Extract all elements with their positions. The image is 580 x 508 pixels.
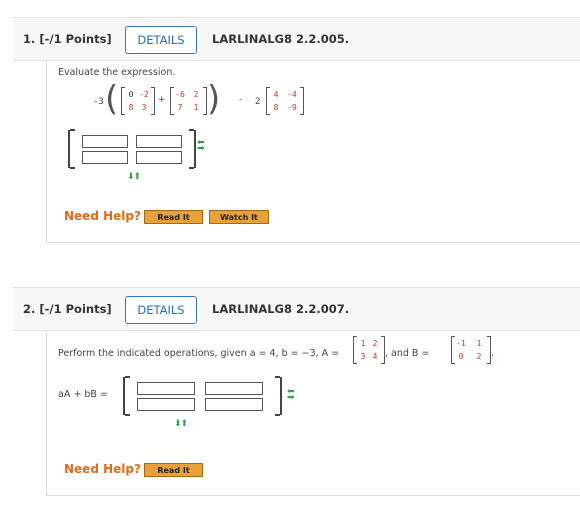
- matrix-1-cell: -2: [139, 90, 149, 99]
- matrix-B-cell: 1: [476, 339, 482, 348]
- question-2-code: LARLINALG8 2.2.007.: [212, 302, 350, 316]
- question-2-number: 2. [-/1 Points]: [23, 302, 112, 316]
- left-paren: (: [105, 79, 119, 119]
- period-text: .: [491, 348, 495, 359]
- question-2-header: 2. [-/1 Points] DETAILS LARLINALG8 2.2.0…: [13, 287, 580, 331]
- question-2-prompt: Perform the indicated operations, given …: [58, 348, 340, 359]
- answer-input[interactable]: [136, 135, 182, 148]
- read-it-button[interactable]: Read It: [144, 463, 203, 477]
- matrix-1-cell: 0: [128, 90, 134, 99]
- matrix-1-cell: 3: [141, 103, 147, 112]
- answer-matrix-2: [123, 376, 282, 416]
- scalar-2: 2: [255, 97, 261, 107]
- need-help-label: Need Help?: [64, 209, 141, 223]
- answer-input[interactable]: [205, 382, 263, 395]
- question-1-prompt: Evaluate the expression.: [58, 67, 176, 78]
- answer-input[interactable]: [205, 398, 263, 411]
- matrix-B-cell: 2: [476, 352, 482, 361]
- need-help-label: Need Help?: [64, 462, 141, 476]
- matrix-2-cell: 1: [193, 103, 199, 112]
- matrix-A: 1 2 3 4: [353, 336, 385, 364]
- matrix-B-cell: -1: [456, 339, 466, 348]
- read-it-button[interactable]: Read It: [144, 210, 203, 224]
- matrix-2: -6 2 7 1: [170, 87, 207, 115]
- matrix-A-cell: 1: [360, 339, 366, 348]
- question-2-body: Perform the indicated operations, given …: [46, 330, 580, 496]
- answer-input[interactable]: [82, 151, 128, 164]
- matrix-1-cell: 8: [128, 103, 134, 112]
- arrows-left-right-icon[interactable]: ⬅➡: [287, 387, 295, 403]
- plus-sign: +: [158, 95, 166, 105]
- answer-input[interactable]: [82, 135, 128, 148]
- scalar-1: -3: [93, 97, 104, 107]
- answer-input[interactable]: [137, 398, 195, 411]
- answer-label: aA + bB =: [58, 389, 108, 400]
- right-paren: ): [207, 79, 221, 119]
- arrows-up-down-icon[interactable]: ⬇⬆: [174, 419, 188, 429]
- question-1-header: 1. [-/1 Points] DETAILS LARLINALG8 2.2.0…: [13, 17, 580, 61]
- matrix-A-cell: 2: [372, 339, 378, 348]
- matrix-3-cell: -9: [287, 103, 297, 112]
- answer-input[interactable]: [137, 382, 195, 395]
- arrows-up-down-icon[interactable]: ⬇⬆: [127, 172, 141, 182]
- matrix-B-cell: 0: [458, 352, 464, 361]
- question-1-body: Evaluate the expression. -3 ( 0 -2 8 3 +…: [46, 60, 580, 243]
- answer-input[interactable]: [136, 151, 182, 164]
- matrix-1: 0 -2 8 3: [121, 87, 155, 115]
- and-b-text: , and B =: [385, 348, 430, 359]
- question-2-details-button[interactable]: DETAILS: [125, 296, 197, 324]
- watch-it-button[interactable]: Watch It: [209, 210, 269, 224]
- arrows-left-right-icon[interactable]: ⬅➡: [197, 138, 205, 154]
- question-1-code: LARLINALG8 2.2.005.: [212, 32, 350, 46]
- minus-sign: -: [239, 95, 243, 105]
- answer-matrix-1: [68, 129, 196, 169]
- matrix-3: 4 -4 8 -9: [266, 87, 304, 115]
- matrix-2-cell: 2: [193, 90, 199, 99]
- matrix-2-cell: 7: [177, 103, 183, 112]
- matrix-A-cell: 3: [360, 352, 366, 361]
- matrix-A-cell: 4: [372, 352, 378, 361]
- matrix-3-cell: 4: [273, 90, 279, 99]
- matrix-2-cell: -6: [175, 90, 185, 99]
- matrix-B: -1 1 0 2: [451, 336, 491, 364]
- question-1-details-button[interactable]: DETAILS: [125, 26, 197, 54]
- matrix-3-cell: -4: [287, 90, 297, 99]
- question-1-number: 1. [-/1 Points]: [23, 32, 112, 46]
- matrix-3-cell: 8: [273, 103, 279, 112]
